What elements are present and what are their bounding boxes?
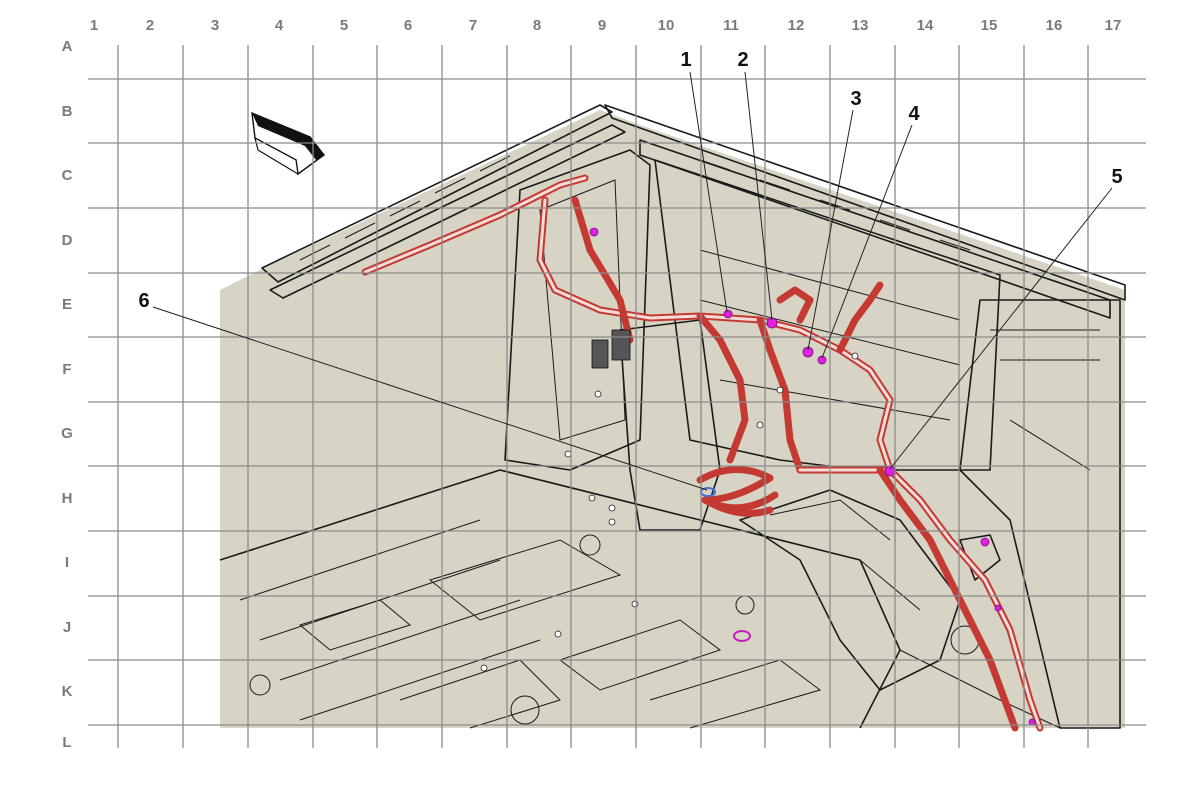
grid-column-labels: 1 2 3 4 5 6 7 8 9 10 11 12 13 14 15 16 1… bbox=[90, 17, 1122, 34]
connector bbox=[1028, 718, 1036, 726]
grid-column-label: 13 bbox=[852, 17, 869, 34]
grid-column-label: 6 bbox=[404, 17, 412, 34]
grid-row-label: J bbox=[63, 619, 71, 636]
callout-6-label: 6 bbox=[138, 290, 149, 312]
grid-column-label: 3 bbox=[211, 17, 219, 34]
connector bbox=[802, 346, 814, 358]
connector bbox=[980, 537, 990, 547]
callout-5-label: 5 bbox=[1111, 166, 1122, 188]
grid-column-label: 7 bbox=[469, 17, 477, 34]
vehicle-body-panel bbox=[220, 110, 1125, 728]
grid-column-label: 12 bbox=[788, 17, 805, 34]
grid-row-label: K bbox=[62, 683, 73, 700]
callout-2-label: 2 bbox=[737, 49, 748, 71]
connector bbox=[723, 309, 733, 319]
grid-row-label: A bbox=[62, 38, 73, 55]
grid-column-label: 11 bbox=[723, 17, 739, 34]
callout-4-label: 4 bbox=[908, 103, 920, 125]
grid-column-label: 8 bbox=[533, 17, 541, 34]
grid-row-label: I bbox=[65, 554, 69, 571]
grid-column-label: 4 bbox=[275, 17, 284, 34]
callout-leader-lines bbox=[152, 71, 1113, 491]
callout-1-label: 1 bbox=[680, 49, 691, 71]
grid-row-label: L bbox=[62, 734, 71, 751]
grid-row-label: E bbox=[62, 296, 72, 313]
connector bbox=[591, 339, 609, 369]
grid-row-label: H bbox=[62, 490, 73, 507]
grid-row-labels: A B C D E F G H I J K L bbox=[61, 38, 73, 751]
grid-row-label: G bbox=[61, 425, 73, 442]
wiring-harness bbox=[361, 174, 1044, 732]
grid-row-label: D bbox=[62, 232, 73, 249]
grid-column-label: 10 bbox=[658, 17, 675, 34]
grid-column-label: 17 bbox=[1105, 17, 1122, 34]
grid-column-label: 9 bbox=[598, 17, 606, 34]
grid-row-label: F bbox=[62, 361, 71, 378]
connector bbox=[611, 329, 631, 361]
grid-column-label: 14 bbox=[917, 17, 934, 34]
connector bbox=[589, 227, 599, 237]
grid-column-label: 15 bbox=[981, 17, 998, 34]
connector bbox=[733, 630, 751, 642]
callout-labels: 1 2 3 4 5 6 bbox=[138, 49, 1122, 312]
grid-column-label: 5 bbox=[340, 17, 348, 34]
connector bbox=[884, 465, 896, 477]
grid-row-label: C bbox=[62, 167, 73, 184]
connector bbox=[994, 604, 1002, 612]
grid-column-label: 16 bbox=[1046, 17, 1063, 34]
reference-grid bbox=[88, 45, 1146, 748]
grid-column-label: 2 bbox=[146, 17, 154, 34]
connector bbox=[817, 355, 827, 365]
callout-3-label: 3 bbox=[850, 88, 861, 110]
grid-row-label: B bbox=[62, 103, 73, 120]
grid-column-label: 1 bbox=[90, 17, 98, 34]
